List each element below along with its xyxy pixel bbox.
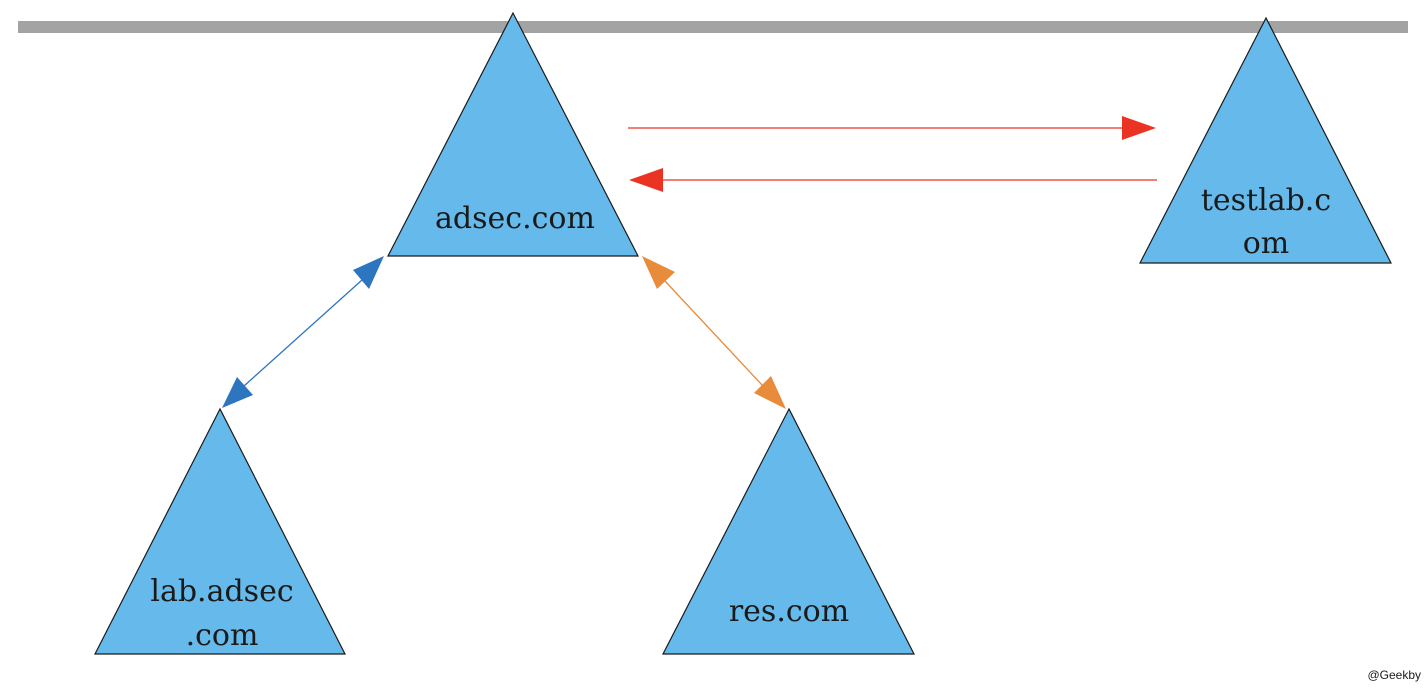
domain-label-testlab-line2: om (1243, 226, 1290, 261)
domain-label-lab-line1: lab.adsec (150, 574, 293, 609)
watermark-text: @Geekby (1367, 668, 1421, 682)
trust-arrow-adsec-lab-line (243, 279, 363, 387)
trust-arrow-adsec-to-testlab-head (1122, 116, 1156, 140)
trust-arrow-adsec-res-head-bottom (754, 376, 786, 409)
domain-label-adsec: adsec.com (435, 201, 595, 236)
domain-triangle-testlab (1139, 16, 1392, 264)
trust-arrow-testlab-to-adsec-head (629, 168, 663, 192)
domain-label-res: res.com (729, 594, 849, 629)
trust-arrow-adsec-res-line (663, 279, 764, 387)
domain-label-lab-line2: .com (186, 618, 259, 653)
trust-arrow-adsec-lab-head-bottom (222, 377, 253, 408)
trust-arrow-adsec-res-head-top (642, 256, 675, 289)
domain-triangle-adsec (387, 11, 639, 257)
domain-triangle-res (662, 407, 915, 655)
domain-label-testlab-line1: testlab.c (1201, 183, 1331, 218)
domain-triangle-lab (94, 407, 346, 655)
trust-arrow-adsec-lab-head-top (353, 256, 384, 289)
forest-boundary-bar (18, 21, 1408, 33)
